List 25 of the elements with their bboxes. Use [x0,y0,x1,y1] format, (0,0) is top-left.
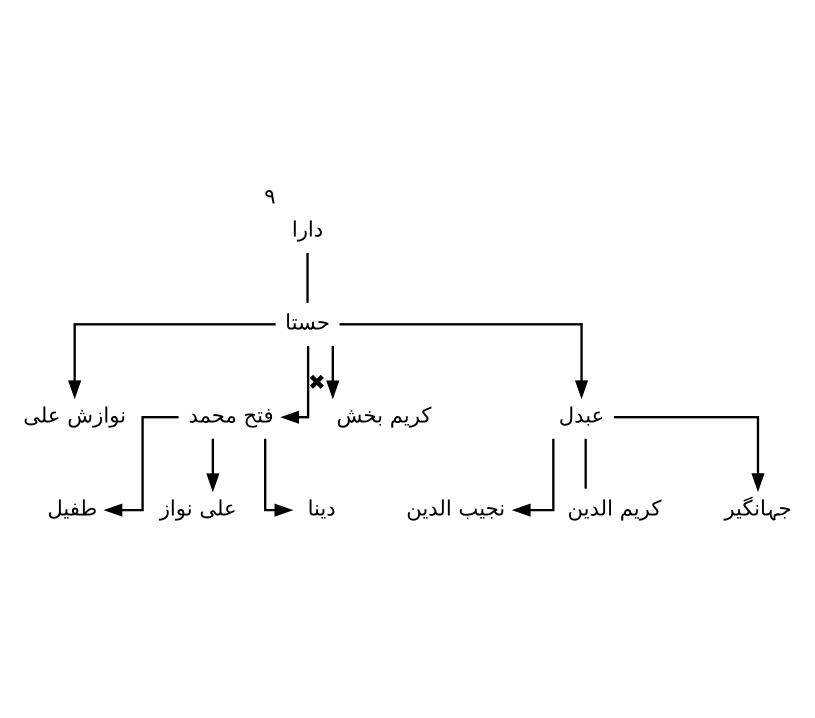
node-text: علی نواز [160,495,237,520]
node-text: کریم الدین [568,495,662,520]
node-text: حستا [285,309,330,334]
arrow [512,438,554,517]
node-text: فتح محمد [188,402,274,428]
arrow [280,346,310,424]
arrow [340,323,588,400]
arrow [68,323,276,400]
node-label: ۹ [264,184,276,209]
node-label: ✖ [308,369,326,394]
connector [584,438,587,489]
connector [306,252,309,303]
node-text: دارا [292,216,324,242]
arrow [103,416,179,517]
node-text: دینا [308,495,336,520]
node-text: جہانگیر [724,495,792,520]
arrow [206,438,220,492]
node-text: عبدل [558,402,604,428]
node-text: طفیل [47,495,98,520]
node-text: کریم بخش [336,402,432,428]
arrow [614,416,765,492]
node-text: نجیب الدین [406,495,506,520]
node-text: نوازش علی [23,402,126,428]
arrow [264,438,294,517]
arrow [326,346,340,400]
